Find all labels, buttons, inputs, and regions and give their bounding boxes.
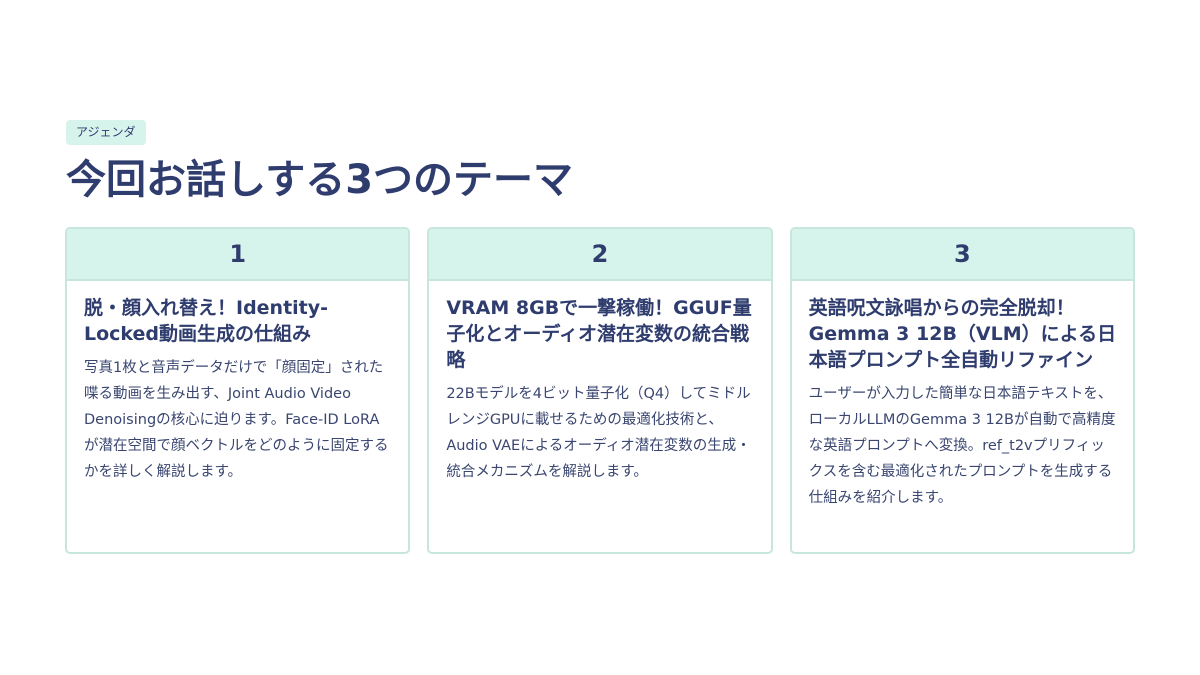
- card-number: 1: [67, 229, 409, 281]
- card-body: 脱・顔入れ替え！Identity-Locked動画生成の仕組み 写真1枚と音声デ…: [67, 281, 408, 497]
- theme-card-1: 1 脱・顔入れ替え！Identity-Locked動画生成の仕組み 写真1枚と音…: [65, 227, 411, 554]
- card-heading: 脱・顔入れ替え！Identity-Locked動画生成の仕組み: [84, 297, 329, 345]
- card-heading: VRAM 8GBで一撃稼働！GGUF量子化とオーディオ潜在変数の統合戦略: [446, 297, 752, 371]
- card-number: 2: [429, 229, 771, 281]
- card-body: 英語呪文詠唱からの完全脱却！Gemma 3 12B（VLM）による日本語プロンプ…: [792, 281, 1133, 523]
- theme-cards: 1 脱・顔入れ替え！Identity-Locked動画生成の仕組み 写真1枚と音…: [65, 227, 1135, 554]
- theme-card-2: 2 VRAM 8GBで一撃稼働！GGUF量子化とオーディオ潜在変数の統合戦略 2…: [427, 227, 773, 554]
- page-title: 今回お話しする3つのテーマ: [66, 157, 574, 203]
- theme-card-3: 3 英語呪文詠唱からの完全脱却！Gemma 3 12B（VLM）による日本語プロ…: [789, 227, 1135, 554]
- card-heading: 英語呪文詠唱からの完全脱却！Gemma 3 12B（VLM）による日本語プロンプ…: [808, 297, 1117, 371]
- card-text: ユーザーが入力した簡単な日本語テキストを、ローカルLLMのGemma 3 12B…: [808, 386, 1116, 506]
- card-text: 22Bモデルを4ビット量子化（Q4）してミドルレンジGPUに載せるための最適化技…: [446, 386, 751, 480]
- card-number: 3: [791, 229, 1133, 281]
- card-body: VRAM 8GBで一撃稼働！GGUF量子化とオーディオ潜在変数の統合戦略 22B…: [429, 281, 770, 497]
- agenda-tag: アジェンダ: [66, 120, 146, 145]
- card-text: 写真1枚と音声データだけで「顔固定」された喋る動画を生み出す、Joint Aud…: [84, 360, 389, 480]
